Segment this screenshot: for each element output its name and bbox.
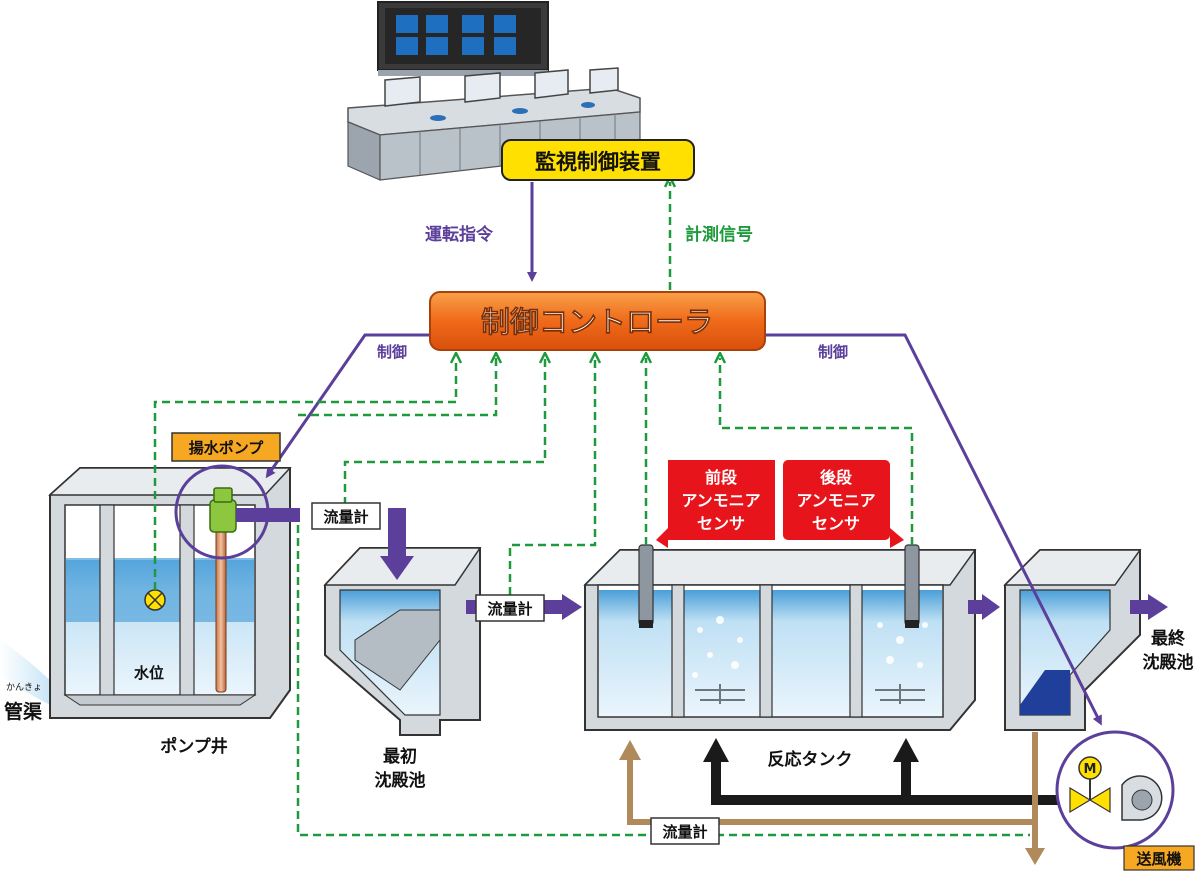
svg-text:監視制御装置: 監視制御装置	[535, 150, 661, 174]
controller-label: 制御コントローラ	[429, 291, 766, 351]
monitor-system-label: 監視制御装置	[501, 139, 695, 181]
measurement-signal-label: 計測信号	[685, 224, 753, 245]
final-tank-label-line1: 最終	[1151, 628, 1186, 649]
control-lines	[265, 182, 1102, 726]
flowmeter-label-2: 流量計	[475, 594, 545, 622]
reaction-tank-label: 反応タンク	[768, 749, 853, 770]
sewer-label: 管渠	[4, 700, 42, 723]
svg-text:流量計: 流量計	[487, 600, 532, 618]
pump-well-label: ポンプ井	[160, 736, 228, 757]
final-tank-label-line2: 沈殿池	[1143, 652, 1194, 673]
sewer-ruby: かんきょ	[6, 682, 42, 693]
primary-tank-label-line2: 沈殿池	[375, 770, 426, 791]
motor-icon	[1078, 756, 1102, 780]
svg-text:センサ: センサ	[697, 514, 745, 533]
motor-symbol: M	[1084, 762, 1097, 777]
svg-text:流量計: 流量計	[662, 823, 707, 841]
svg-text:センサ: センサ	[812, 514, 860, 533]
blower-illustration: M	[1055, 730, 1175, 850]
primary-tank-label-line1: 最初	[383, 746, 417, 767]
air-supply-lines	[703, 738, 1070, 805]
rear-ammonia-sensor-label: 後段 アンモニア センサ	[783, 460, 904, 548]
blower-label: 送風機	[1123, 845, 1195, 871]
monitoring-room-illustration	[347, 1, 641, 181]
lift-pump-label: 揚水ポンプ	[171, 432, 281, 462]
svg-text:前段: 前段	[705, 468, 738, 487]
svg-text:流量計: 流量計	[323, 508, 368, 526]
control-label-right: 制御	[818, 343, 848, 361]
water-level-sensor-icon	[144, 589, 166, 611]
water-level-label: 水位	[134, 664, 164, 682]
flowmeter-label-3: 流量計	[650, 817, 720, 845]
signal-lines	[153, 182, 1030, 837]
final-sedimentation-illustration	[1003, 549, 1142, 731]
primary-sedimentation-illustration	[323, 508, 482, 736]
reaction-tank-illustration	[583, 544, 977, 731]
svg-text:後段: 後段	[820, 468, 853, 487]
sludge-return-lines	[619, 732, 1045, 865]
svg-text:制御コントローラ: 制御コントローラ	[481, 305, 713, 339]
svg-text:送風機: 送風機	[1135, 850, 1181, 868]
svg-text:揚水ポンプ: 揚水ポンプ	[189, 439, 265, 457]
control-label-left: 制御	[377, 343, 407, 361]
lift-pump-illustration	[174, 464, 300, 693]
svg-text:アンモニア: アンモニア	[796, 491, 875, 510]
flowmeter-label-1: 流量計	[311, 502, 381, 530]
operation-command-label: 運転指令	[425, 224, 494, 245]
front-ammonia-sensor-label: 前段 アンモニア センサ	[656, 460, 775, 548]
svg-text:アンモニア: アンモニア	[681, 491, 760, 510]
